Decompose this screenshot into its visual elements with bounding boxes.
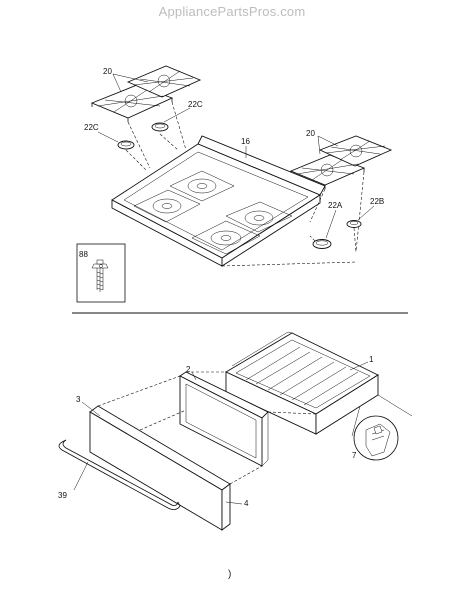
callout-22B: 22B bbox=[370, 197, 384, 206]
callout-3: 3 bbox=[76, 395, 81, 404]
callout-20-right: 20 bbox=[306, 129, 315, 138]
footer-mark: ) bbox=[228, 569, 232, 580]
callout-16: 16 bbox=[241, 137, 250, 146]
burner-cap-22C-upper[interactable] bbox=[151, 122, 169, 132]
watermark: AppliancePartsPros.com bbox=[158, 4, 306, 19]
burner-cap-22A[interactable] bbox=[312, 239, 332, 249]
callout-20-left: 20 bbox=[103, 67, 112, 76]
drawer-body[interactable] bbox=[225, 331, 379, 435]
drawer-glides-detail[interactable] bbox=[351, 394, 413, 461]
callout-22A: 22A bbox=[328, 201, 343, 210]
callout-1: 1 bbox=[369, 355, 374, 364]
left-burner-grates[interactable] bbox=[90, 65, 202, 122]
callout-88: 88 bbox=[79, 250, 88, 259]
cooktop-main-top[interactable] bbox=[111, 135, 326, 267]
callout-2: 2 bbox=[186, 365, 191, 374]
alignment-lines-bottom bbox=[97, 371, 317, 485]
burner-cap-22C-lower[interactable] bbox=[117, 140, 135, 150]
callout-leaders-bottom bbox=[73, 361, 369, 505]
callout-22C-lower: 22C bbox=[84, 123, 99, 132]
right-burner-grates[interactable] bbox=[289, 135, 393, 189]
detail-box-88[interactable] bbox=[76, 243, 126, 303]
burner-cap-22B[interactable] bbox=[346, 220, 362, 228]
callout-leaders-top bbox=[97, 73, 375, 239]
callout-39: 39 bbox=[58, 491, 67, 500]
callout-22C-upper: 22C bbox=[188, 100, 203, 109]
drawer-front-panel[interactable] bbox=[89, 405, 231, 531]
drawer-handle[interactable] bbox=[58, 439, 181, 510]
callout-4: 4 bbox=[244, 499, 249, 508]
callout-7: 7 bbox=[352, 451, 357, 460]
